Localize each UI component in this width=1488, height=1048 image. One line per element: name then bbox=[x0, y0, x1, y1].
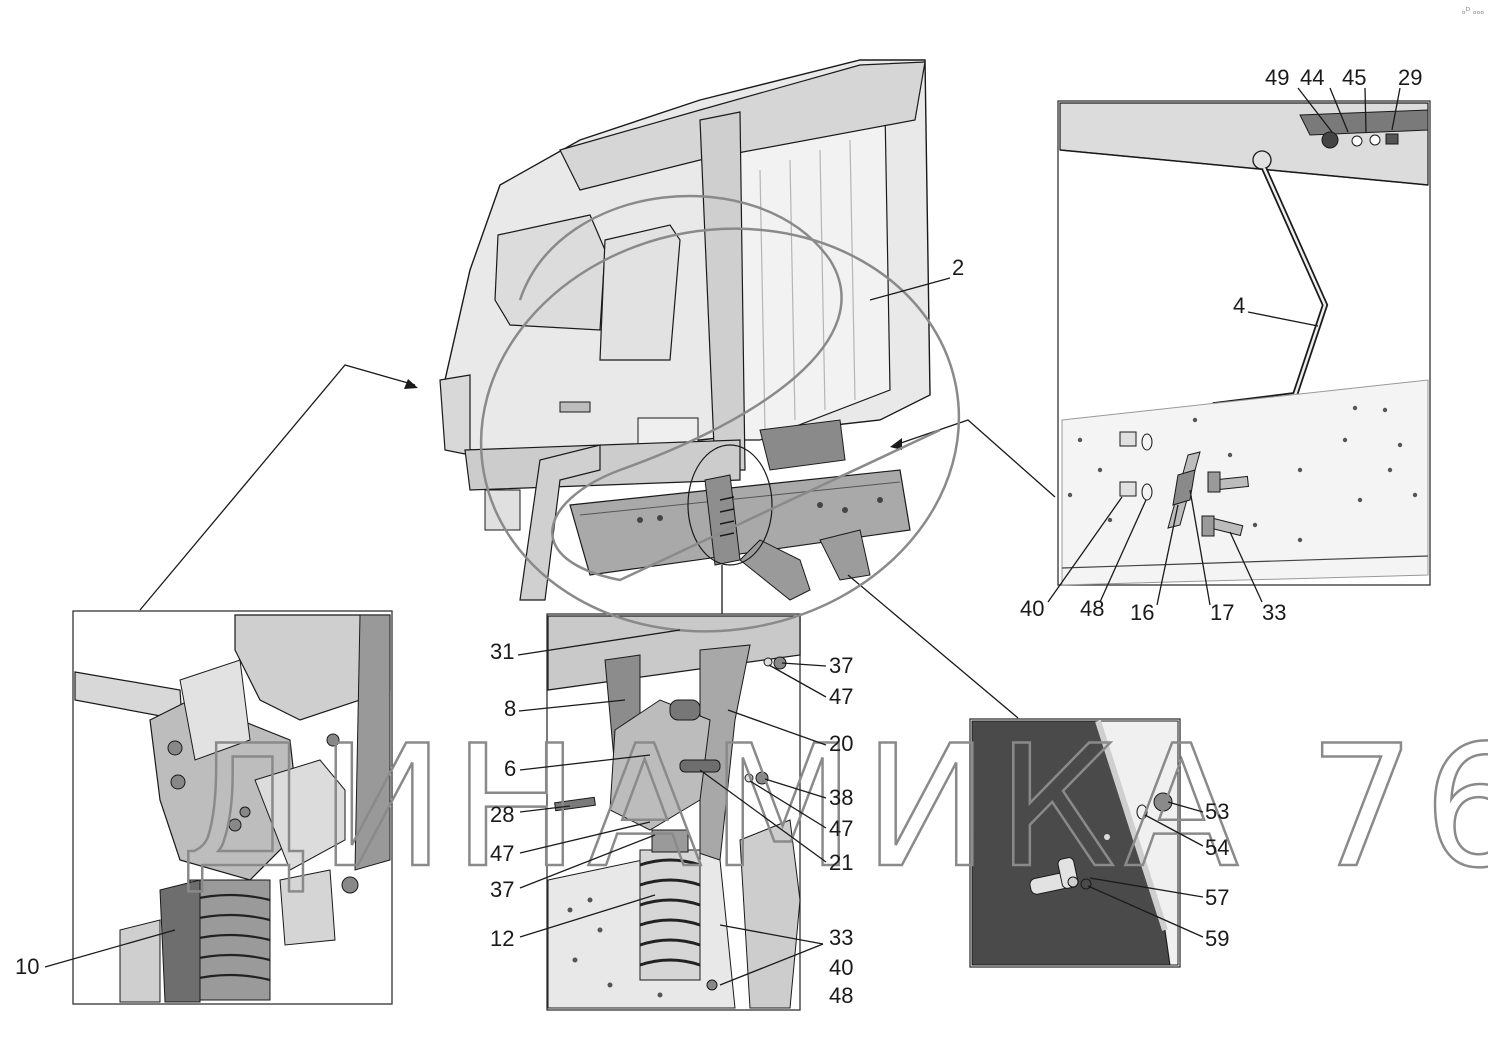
inset-top-right bbox=[1057, 100, 1431, 586]
label-20: 20 bbox=[829, 731, 853, 756]
label-47-c: 47 bbox=[490, 841, 514, 866]
label-28: 28 bbox=[490, 802, 514, 827]
label-49: 49 bbox=[1265, 65, 1289, 90]
label-37-a: 37 bbox=[829, 653, 853, 678]
label-47-a: 47 bbox=[829, 684, 853, 709]
label-33-top: 33 bbox=[1262, 600, 1286, 625]
inset-left bbox=[72, 610, 393, 1005]
label-40-bottom: 40 bbox=[829, 955, 853, 980]
label-47-b: 47 bbox=[829, 816, 853, 841]
label-38: 38 bbox=[829, 785, 853, 810]
label-33-bottom: 33 bbox=[829, 925, 853, 950]
leader-lines bbox=[44, 87, 1401, 986]
label-40-top: 40 bbox=[1020, 596, 1044, 621]
label-2: 2 bbox=[952, 255, 964, 280]
label-4: 4 bbox=[1233, 293, 1245, 318]
watermark-text: ДИНАМИКА 76 bbox=[180, 709, 1488, 905]
inset-bottom-right bbox=[969, 718, 1181, 968]
label-6: 6 bbox=[504, 756, 516, 781]
label-16: 16 bbox=[1130, 600, 1154, 625]
label-37-b: 37 bbox=[490, 877, 514, 902]
cab-illustration bbox=[439, 59, 931, 601]
label-10: 10 bbox=[15, 954, 39, 979]
label-48-bottom: 48 bbox=[829, 983, 853, 1008]
part-labels: 2 4 49 44 45 29 40 48 16 17 33 31 37 47 … bbox=[15, 65, 1422, 1008]
label-21: 21 bbox=[829, 850, 853, 875]
label-17: 17 bbox=[1210, 600, 1234, 625]
label-12: 12 bbox=[490, 926, 514, 951]
label-57: 57 bbox=[1205, 885, 1229, 910]
label-48-top: 48 bbox=[1080, 596, 1104, 621]
label-29: 29 bbox=[1398, 65, 1422, 90]
label-59: 59 bbox=[1205, 926, 1229, 951]
label-45: 45 bbox=[1342, 65, 1366, 90]
label-44: 44 bbox=[1300, 65, 1324, 90]
label-54: 54 bbox=[1205, 835, 1229, 860]
corner-mark: ₒᴰ ₒₒₒ bbox=[1462, 7, 1484, 17]
watermark: ДИНАМИКА 76 bbox=[179, 194, 1488, 906]
label-31: 31 bbox=[490, 639, 514, 664]
view-pointer-arrows bbox=[139, 364, 1056, 719]
label-53: 53 bbox=[1205, 799, 1229, 824]
label-8: 8 bbox=[504, 696, 516, 721]
